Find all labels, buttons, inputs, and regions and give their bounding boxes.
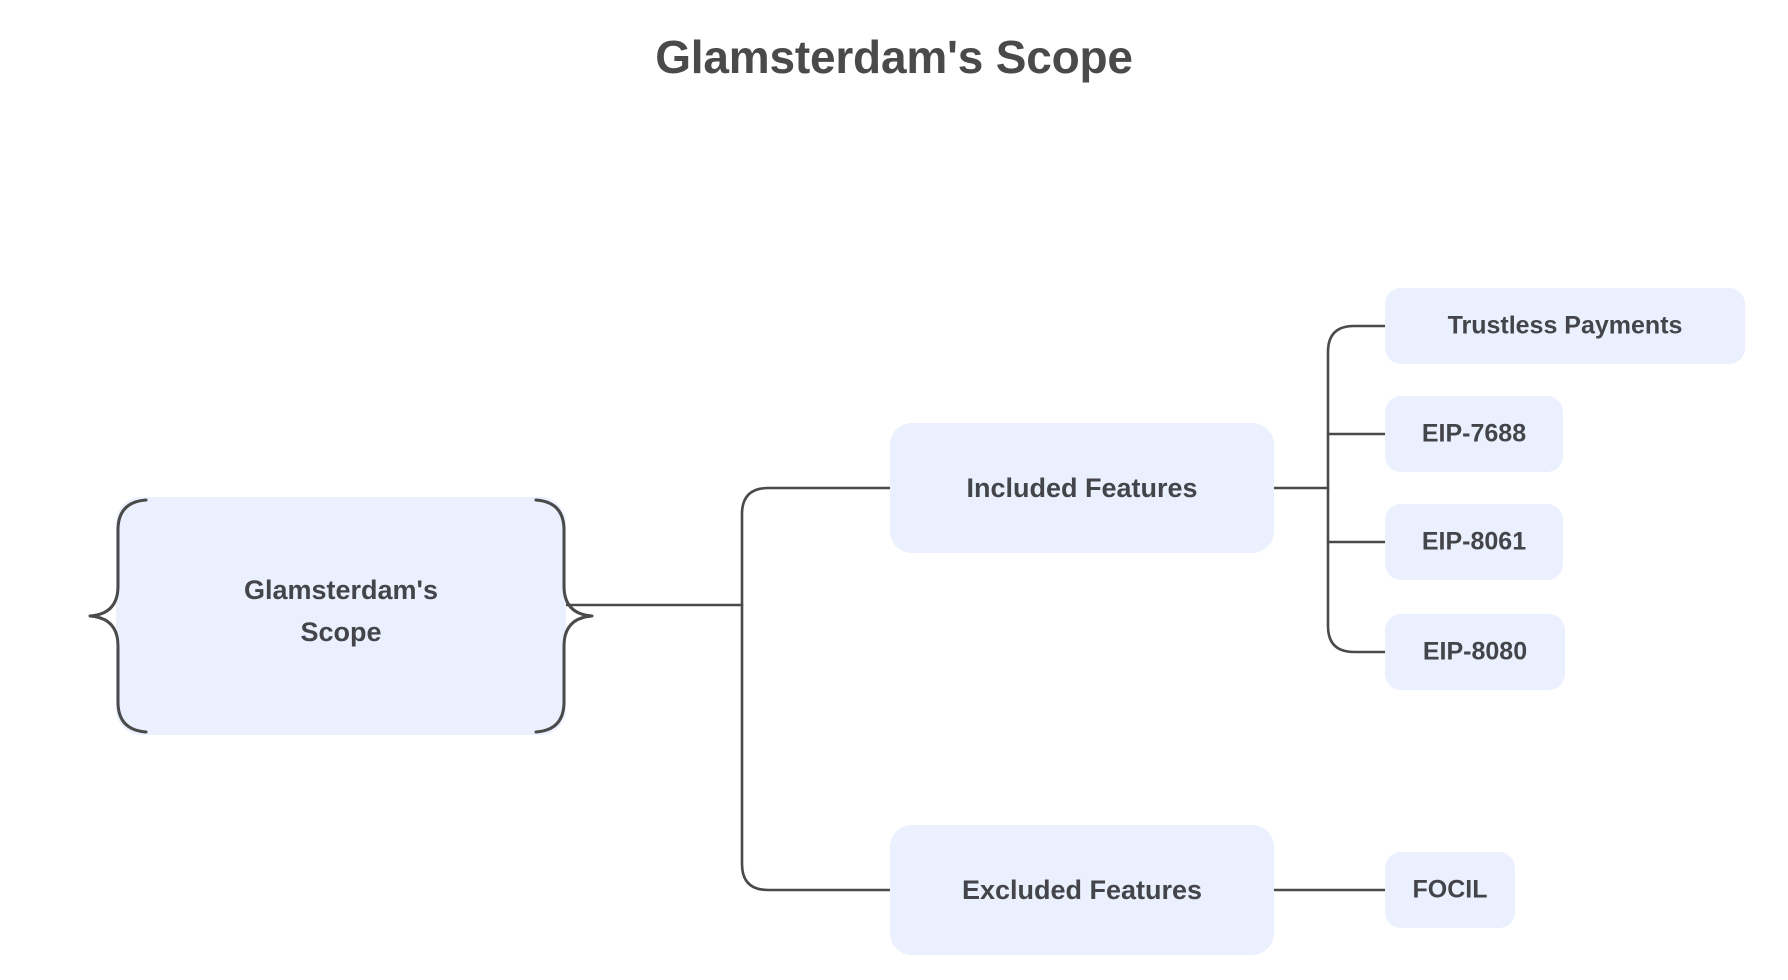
edge-included-child-eip-8080 bbox=[1326, 486, 1387, 654]
page-title: Glamsterdam's Scope bbox=[655, 31, 1133, 83]
node-eip-8061[interactable]: EIP-8061 bbox=[1385, 504, 1563, 580]
root-node-label-line2: Scope bbox=[300, 617, 381, 647]
trustless-payments-label: Trustless Payments bbox=[1448, 312, 1683, 340]
included-features-label: Included Features bbox=[966, 473, 1197, 503]
node-excluded-features[interactable]: Excluded Features bbox=[890, 825, 1274, 955]
edge-spine-to-excluded bbox=[740, 603, 892, 892]
eip-7688-label: EIP-7688 bbox=[1422, 420, 1526, 448]
focil-background bbox=[1385, 852, 1515, 928]
node-included-features[interactable]: Included Features bbox=[890, 423, 1274, 553]
focil-label: FOCIL bbox=[1413, 876, 1488, 904]
trustless-payments-background bbox=[1385, 288, 1745, 364]
root-right-brace-icon bbox=[534, 498, 594, 734]
eip-8061-label: EIP-8061 bbox=[1422, 528, 1526, 556]
eip-8061-background bbox=[1385, 504, 1563, 580]
root-node-label-line1: Glamsterdam's bbox=[244, 575, 438, 605]
edge-spine-to-included bbox=[740, 486, 892, 607]
root-node-background bbox=[116, 497, 566, 735]
connector-layer bbox=[564, 324, 1387, 892]
root-left-brace-icon bbox=[88, 498, 148, 734]
edge-included-child-trustless-payments bbox=[1326, 324, 1387, 490]
node-focil[interactable]: FOCIL bbox=[1385, 852, 1515, 928]
node-root[interactable]: Glamsterdam's Scope bbox=[88, 497, 594, 735]
included-features-background bbox=[890, 423, 1274, 553]
excluded-features-label: Excluded Features bbox=[962, 875, 1202, 905]
node-trustless-payments[interactable]: Trustless Payments bbox=[1385, 288, 1745, 364]
eip-8080-label: EIP-8080 bbox=[1423, 638, 1527, 666]
node-eip-8080[interactable]: EIP-8080 bbox=[1385, 614, 1565, 690]
excluded-features-background bbox=[890, 825, 1274, 955]
node-eip-7688[interactable]: EIP-7688 bbox=[1385, 396, 1563, 472]
eip-8080-background bbox=[1385, 614, 1565, 690]
eip-7688-background bbox=[1385, 396, 1563, 472]
